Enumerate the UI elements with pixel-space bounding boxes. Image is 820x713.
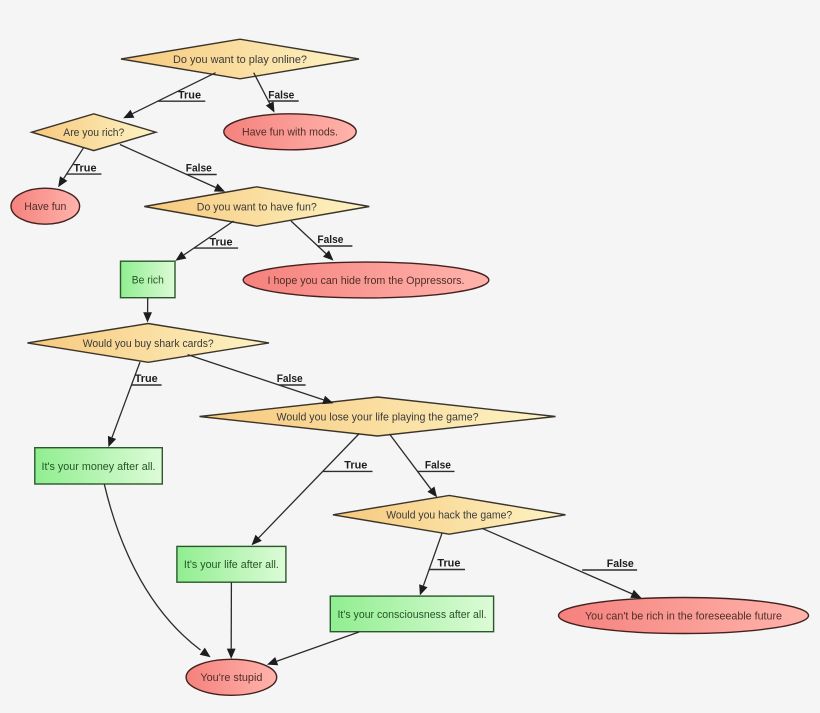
svg-text:True: True [210, 236, 233, 248]
svg-text:You can't be rich in the fores: You can't be rich in the foreseeable fut… [585, 610, 782, 622]
svg-text:Would you hack the game?: Would you hack the game? [386, 510, 512, 522]
svg-text:False: False [317, 234, 343, 246]
svg-text:False: False [277, 373, 303, 385]
svg-text:It's your money after all.: It's your money after all. [42, 461, 156, 473]
svg-text:Have fun with mods.: Have fun with mods. [242, 127, 338, 139]
svg-text:Are you rich?: Are you rich? [63, 127, 124, 139]
svg-text:Be rich: Be rich [132, 274, 164, 286]
svg-text:Have fun: Have fun [24, 201, 66, 213]
svg-text:False: False [186, 163, 212, 175]
svg-text:True: True [135, 373, 158, 385]
svg-text:False: False [607, 558, 634, 570]
svg-text:False: False [425, 460, 451, 472]
svg-text:Would you lose your life playi: Would you lose your life playing the gam… [277, 411, 479, 423]
svg-text:False: False [268, 89, 294, 101]
svg-text:True: True [437, 558, 460, 570]
svg-text:True: True [178, 90, 201, 102]
svg-text:Would you buy shark cards?: Would you buy shark cards? [83, 338, 214, 350]
svg-text:I hope you can hide from the O: I hope you can hide from the Oppressors. [268, 275, 465, 287]
svg-text:You're stupid: You're stupid [200, 672, 262, 684]
svg-text:True: True [344, 460, 367, 472]
svg-text:Do you want to have fun?: Do you want to have fun? [197, 201, 317, 213]
svg-text:True: True [74, 162, 97, 174]
svg-text:Do you want to play online?: Do you want to play online? [173, 54, 307, 66]
svg-text:It's your consciousness after: It's your consciousness after all. [338, 609, 487, 621]
svg-text:It's your life after all.: It's your life after all. [184, 559, 279, 571]
